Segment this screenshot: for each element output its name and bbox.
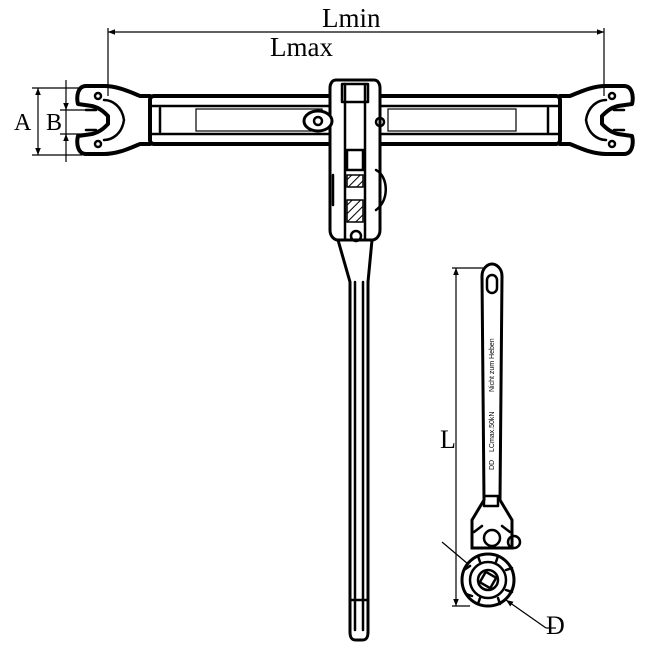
ratchet-lever-front [302, 78, 387, 642]
lmax-label: Lmax [270, 32, 333, 62]
length-dimension: Lmin Lmax [107, 3, 605, 96]
height-dimensions: A B [14, 80, 96, 162]
right-end-fork [558, 84, 635, 156]
lever-load-rating: LCmax.50kN [489, 412, 496, 452]
lever-brand: DD [489, 460, 496, 470]
lever-length-dimension: L [440, 267, 492, 607]
a-label: A [14, 110, 32, 136]
lever-warning: Nicht zum Heben [489, 338, 496, 392]
d-label: D [546, 611, 565, 640]
ratchet-gear [460, 552, 516, 608]
ratchet-lever-side: DD LCmax.50kN Nicht zum Heben D [441, 262, 565, 640]
b-label: B [46, 110, 62, 136]
l-label: L [440, 425, 456, 454]
left-end-fork [75, 84, 152, 156]
lmin-label: Lmin [322, 3, 381, 33]
